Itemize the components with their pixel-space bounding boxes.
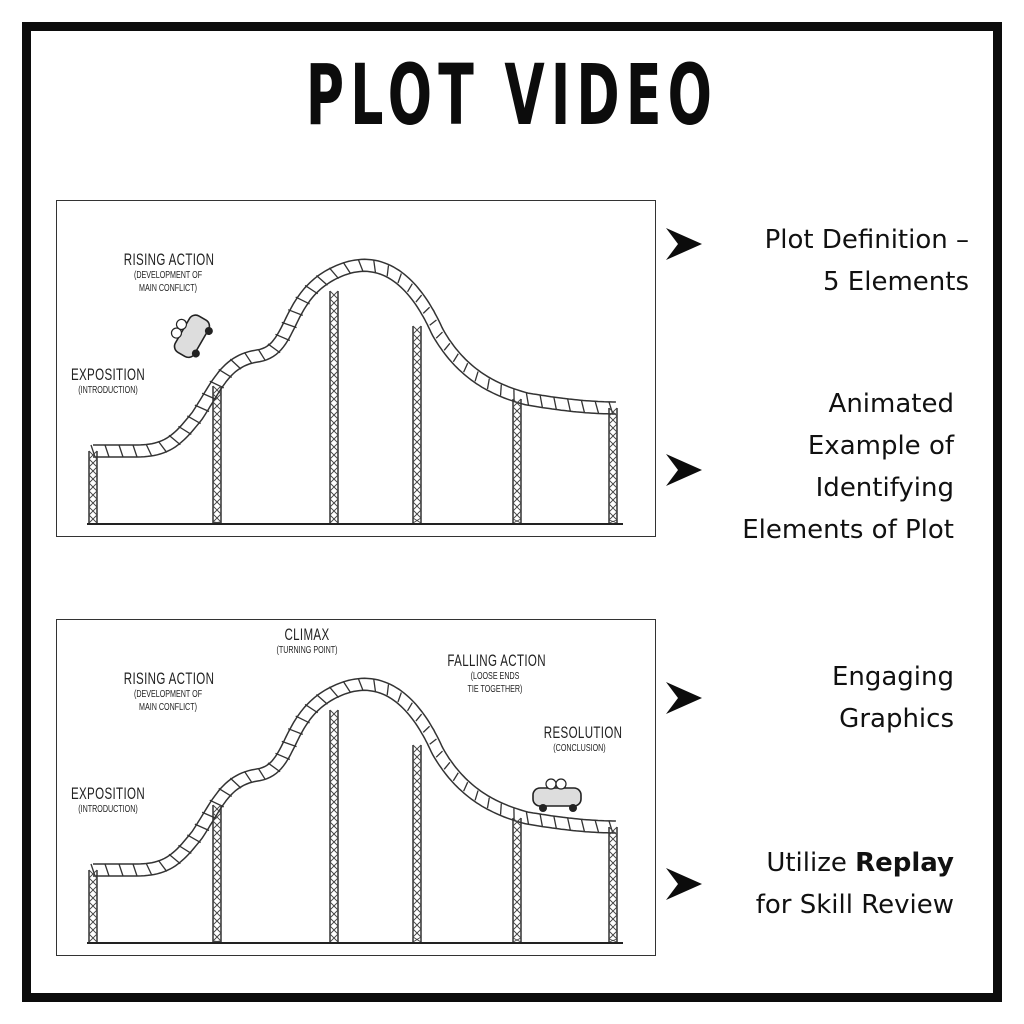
feature-utilize-replay: Utilize Replay for Skill Review — [755, 848, 954, 920]
feature-plot-definition: Plot Definition – 5 Elements — [764, 225, 969, 297]
replay-emphasis: Replay — [855, 848, 954, 878]
coaster-car-icon — [170, 314, 213, 359]
coaster-car-icon — [532, 778, 582, 812]
resolution-label: RESOLUTION (CONCLUSION) — [543, 723, 623, 754]
plot-diagram-panel-2: CLIMAX (TURNING POINT) RISING ACTION (DE… — [56, 619, 656, 956]
rising-action-label: RISING ACTION (DEVELOPMENT OF MAIN CONFL… — [123, 669, 215, 713]
exposition-label: EXPOSITION (INTRODUCTION) — [70, 784, 146, 815]
exposition-label: EXPOSITION (INTRODUCTION) — [70, 365, 146, 396]
arrowhead-icon — [666, 228, 702, 260]
roller-coaster-diagram-2 — [87, 677, 623, 944]
arrowhead-icon — [666, 682, 702, 714]
rising-action-label: RISING ACTION (DEVELOPMENT OF MAIN CONFL… — [123, 250, 215, 294]
page-title: PLOT VIDEO — [305, 46, 719, 144]
falling-action-label: FALLING ACTION (LOOSE ENDS TIE TOGETHER) — [447, 651, 546, 695]
arrowhead-icon — [666, 454, 702, 486]
feature-animated-example: Animated Example of Identifying Elements… — [742, 389, 954, 545]
arrowhead-icon — [666, 868, 702, 900]
feature-engaging-graphics: Engaging Graphics — [831, 662, 954, 734]
climax-label: CLIMAX (TURNING POINT) — [276, 625, 338, 656]
roller-coaster-diagram-1 — [87, 258, 623, 525]
plot-diagram-panel-1: RISING ACTION (DEVELOPMENT OF MAIN CONFL… — [56, 200, 656, 537]
